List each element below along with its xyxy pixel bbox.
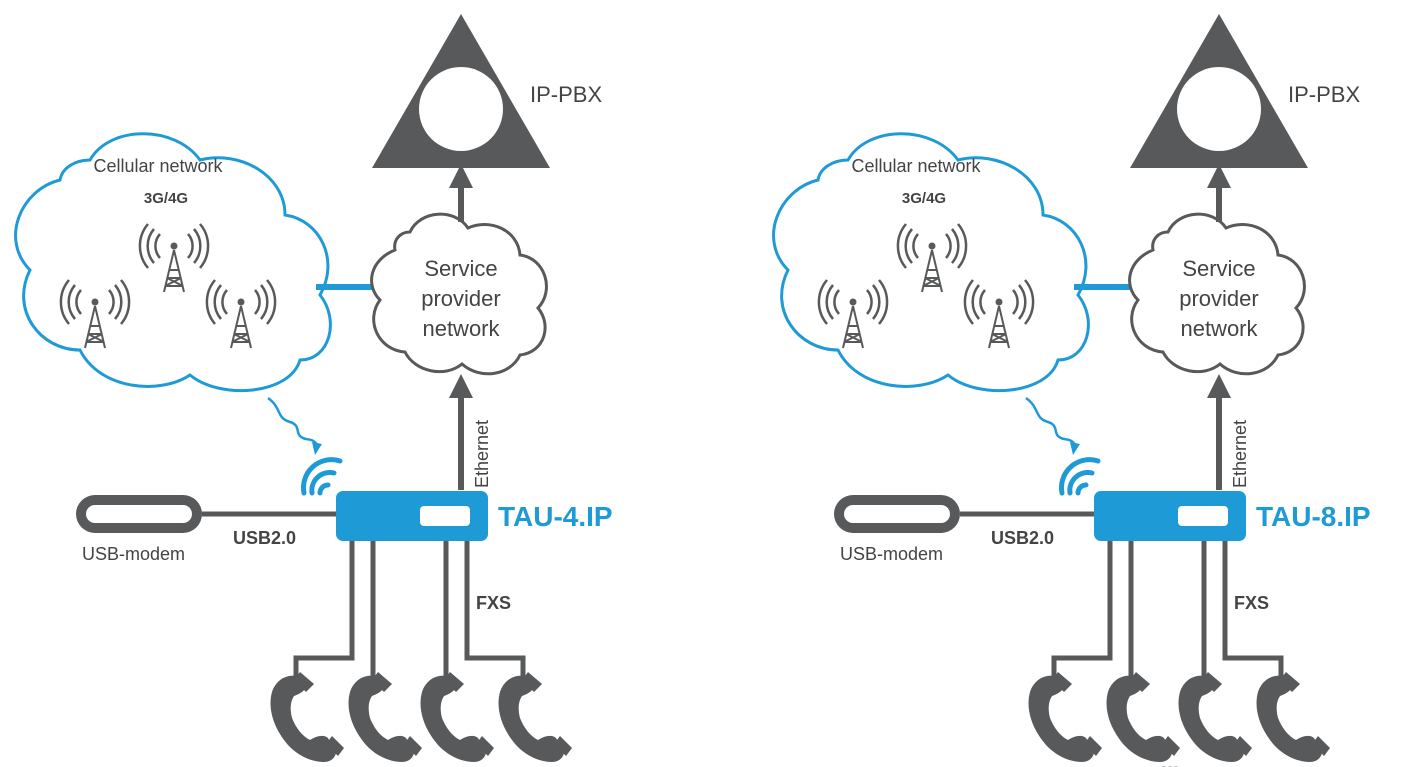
usb-label: USB2.0 [991, 528, 1054, 548]
ip-pbx-circle [419, 67, 503, 151]
provider-cloud [370, 212, 548, 376]
ip-pbx-label: IP-PBX [530, 82, 602, 107]
phone-icon [270, 672, 344, 762]
fxs-line [464, 541, 526, 690]
arrow-head [1207, 374, 1231, 398]
ethernet-label: Ethernet [1230, 420, 1250, 488]
fxs-label: FXS [1234, 593, 1269, 613]
fxs-line [1222, 541, 1284, 690]
wireless-signal [1025, 396, 1078, 447]
phone-icon [1256, 672, 1330, 762]
device-body [336, 491, 488, 541]
ip-pbx-label: IP-PBX [1288, 82, 1360, 107]
wireless-icon [303, 460, 340, 493]
panel-tau4: Cellular network 3G/4G Service provider … [14, 14, 613, 762]
provider-label-line2: provider [1179, 286, 1258, 311]
provider-label-line1: Service [424, 256, 497, 281]
usb-modem-label: USB-modem [840, 544, 943, 564]
phone-icon [1028, 672, 1102, 762]
device-port [1178, 506, 1228, 526]
wireless-icon [1061, 460, 1098, 493]
cellular-network-label: Cellular network [851, 156, 981, 176]
fxs-line [1051, 541, 1113, 690]
fxs-label: FXS [476, 593, 511, 613]
device-body [1094, 491, 1246, 541]
fxs-line [293, 541, 355, 690]
phone-icon [1106, 672, 1180, 762]
arrow-head [1070, 442, 1080, 455]
phone-icon [348, 672, 422, 762]
ethernet-label: Ethernet [472, 420, 492, 488]
ip-pbx-circle [1177, 67, 1261, 151]
provider-label-line3: network [1180, 316, 1258, 341]
arrow-head [1207, 164, 1231, 188]
arrow-head [312, 442, 322, 455]
phone-icon [498, 672, 572, 762]
provider-label-line2: provider [421, 286, 500, 311]
provider-cloud [1128, 212, 1306, 376]
cellular-network-label: Cellular network [93, 156, 223, 176]
tech-label: 3G/4G [144, 190, 188, 207]
arrow-head [449, 374, 473, 398]
usb-modem-label: USB-modem [82, 544, 185, 564]
device-label: TAU-4.IP [498, 501, 613, 532]
phone-icon [420, 672, 494, 762]
device-port [420, 506, 470, 526]
wireless-signal [267, 396, 320, 447]
usb-label: USB2.0 [233, 528, 296, 548]
ellipsis-label: ... [1161, 750, 1179, 767]
device-label: TAU-8.IP [1256, 501, 1371, 532]
phone-icon [1178, 672, 1252, 762]
provider-label-line3: network [422, 316, 500, 341]
provider-label-line1: Service [1182, 256, 1255, 281]
tech-label: 3G/4G [902, 190, 946, 207]
arrow-head [449, 164, 473, 188]
panel-tau8: Cellular network 3G/4G Service provider … [772, 14, 1371, 767]
